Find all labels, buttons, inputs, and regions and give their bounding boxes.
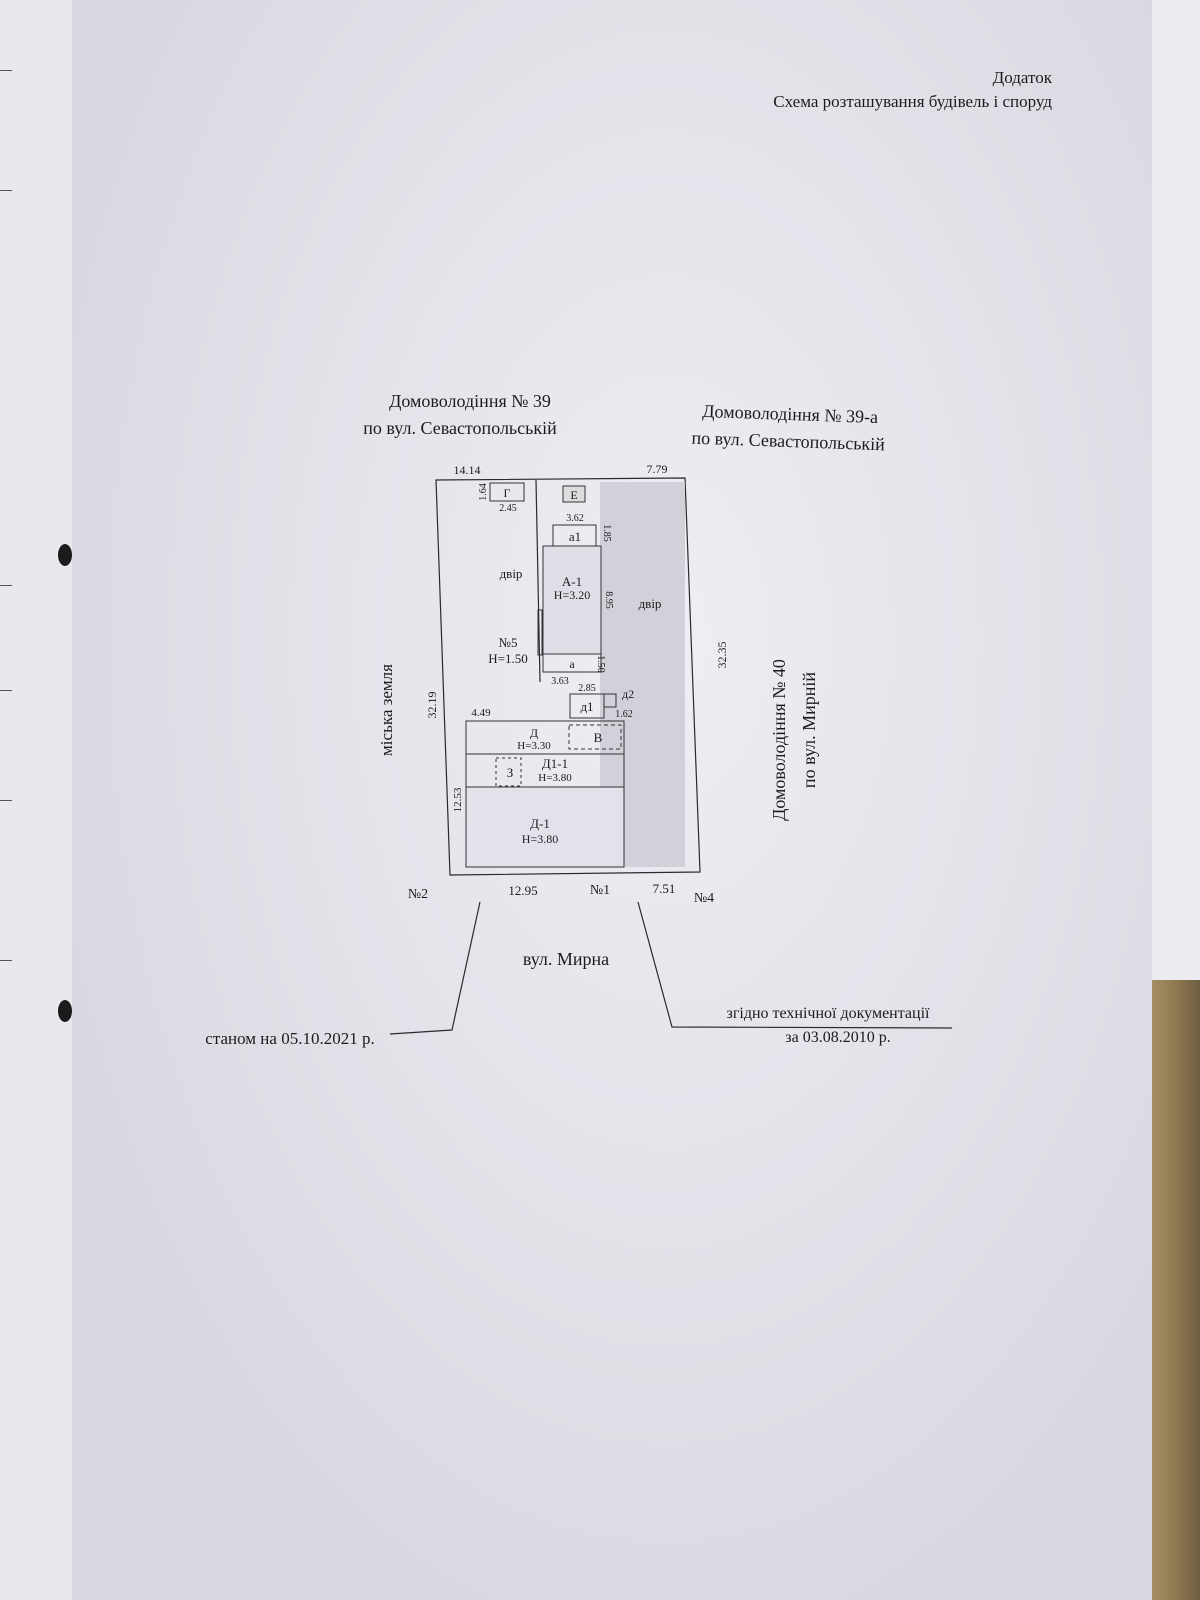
neighbor-east-line2: по вул. Мирній [799,672,819,788]
dim-a-length: 8.95 [603,591,614,609]
dim-a1-width: 3.62 [566,513,584,524]
neighbor-north-left-line1: Домоволодіння № 39 [389,391,551,411]
neighbor-west: міська земля [377,664,396,756]
point-4: №4 [694,891,714,906]
label-d-1: Д-1 [530,816,550,831]
header-line2: Схема розташування будівель і споруд [773,92,1052,111]
street-south: вул. Мирна [523,949,609,969]
note-docs-line1: згідно технічної документації [727,1005,931,1022]
dim-d-width: 4.49 [471,707,491,719]
dim-d-side: 12.53 [452,787,464,812]
label-v: В [594,730,603,745]
label-e: Е [570,488,577,502]
building-z [495,757,522,787]
label-z: З [507,765,514,780]
note-status: станом на 05.10.2021 р. [205,1029,374,1048]
leader-line-right [637,901,953,1029]
label-d-upper: Д [530,726,538,740]
label-d1-small: д1 [580,699,593,714]
dim-right-side: 32.35 [715,642,729,669]
dim-left-side: 32.19 [425,692,439,719]
point-1: №1 [590,883,610,898]
dim-top-right: 7.79 [647,462,668,476]
dim-g-side: 1.64 [478,483,489,501]
point-2: №2 [408,887,428,902]
internal-fence [535,479,541,683]
dim-a1-side: 1.85 [601,524,612,542]
neighbor-north-right-line1: Домоволодіння № 39-а [702,401,878,427]
building-v [568,724,622,750]
label-d1-1-h: Н=3.80 [538,772,572,784]
dim-bottom-left: 12.95 [508,883,537,898]
label-a-main-h: Н=3.20 [554,588,590,602]
label-no5-h: Н=1.50 [488,651,527,666]
neighbor-east-line1: Домоволодіння № 40 [769,659,789,821]
label-a: а [569,657,575,671]
binder-hole-bottom [58,1000,72,1022]
dim-d2-width: 1.62 [615,709,633,720]
label-no5: №5 [499,635,518,650]
building-d-1 [465,786,625,868]
header-line1: Додаток [993,68,1053,87]
label-yard-right: двір [639,596,662,611]
building-g [489,482,525,502]
dim-g-width: 2.45 [499,503,517,514]
label-d-upper-h: Н=3.30 [517,740,551,752]
neighbor-north-right-line2: по вул. Севастопольській [691,428,885,455]
neighbor-north-left-line2: по вул. Севастопольській [363,418,557,438]
binder-hole-top [58,544,72,566]
label-g: Г [504,486,511,500]
label-yard-left: двір [500,566,523,581]
label-a1: а1 [569,529,581,544]
label-a-main: А-1 [562,574,582,589]
dim-top-left: 14.14 [454,463,481,477]
building-e [562,485,586,503]
note-docs-line2: за 03.08.2010 р. [785,1029,890,1046]
dim-d1-width: 2.85 [578,683,596,694]
label-d-1-h: Н=3.80 [522,832,558,846]
label-d2: д2 [622,687,634,701]
dim-a-side: 1.50 [595,655,606,673]
dim-a-width: 3.63 [551,676,569,687]
dim-bottom-right: 7.51 [653,881,676,896]
building-a [542,653,602,673]
plot-boundary [435,477,701,876]
label-d1-1: Д1-1 [542,756,568,771]
shed-no5 [537,609,543,656]
leader-line-left [389,901,481,1035]
building-d2 [603,693,617,708]
